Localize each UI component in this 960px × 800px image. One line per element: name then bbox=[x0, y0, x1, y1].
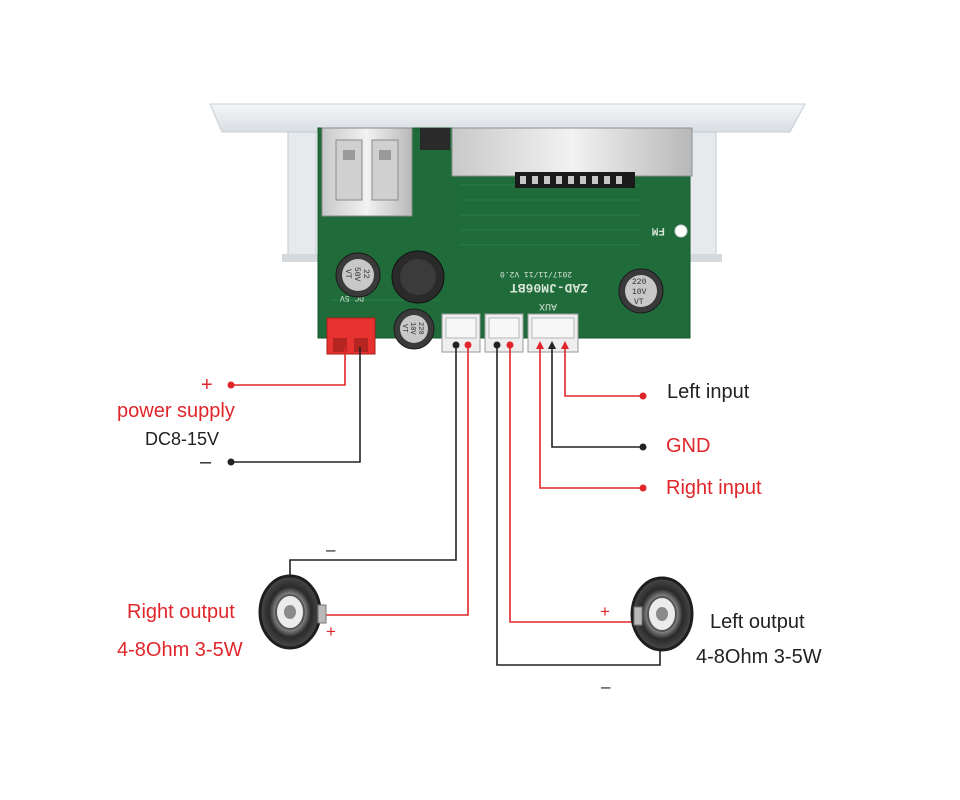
audio-module: 2017/11/11 V2.0 ZAD-JM06BT FM AUX DC 5V … bbox=[209, 103, 806, 355]
left-output-plus-sign: + bbox=[600, 602, 610, 621]
card-slot bbox=[451, 127, 693, 177]
svg-text:VT: VT bbox=[343, 269, 352, 279]
right-input-label: Right input bbox=[666, 477, 762, 499]
capacitor-right: 220 10V VT bbox=[618, 268, 664, 314]
wire-dots bbox=[227, 341, 647, 492]
speaker-right-connector bbox=[441, 313, 481, 353]
board-model: ZAD-JM06BT bbox=[510, 280, 588, 295]
power-voltage-label: DC8-15V bbox=[145, 429, 219, 449]
wire-right-speaker-minus bbox=[289, 345, 457, 590]
right-output-minus-sign: – bbox=[326, 540, 336, 559]
wire-power-minus bbox=[231, 347, 361, 463]
board-version: 2017/11/11 V2.0 bbox=[500, 269, 572, 278]
fm-label: FM bbox=[651, 224, 665, 236]
power-plus-sign: + bbox=[201, 374, 213, 396]
front-plate bbox=[209, 103, 806, 133]
svg-text:VT: VT bbox=[634, 298, 644, 307]
wire-aux-left bbox=[564, 345, 643, 397]
speaker-right bbox=[258, 574, 327, 650]
svg-text:220: 220 bbox=[632, 278, 647, 287]
left-output-label: Left output bbox=[710, 611, 805, 633]
fm-hole bbox=[674, 224, 688, 238]
right-output-spec: 4-8Ohm 3-5W bbox=[117, 639, 243, 661]
capacitor-left: 22 50V VT bbox=[335, 252, 381, 298]
wire-right-speaker-plus bbox=[325, 345, 469, 616]
power-connector bbox=[326, 317, 376, 355]
left-output-minus-sign: – bbox=[601, 677, 611, 696]
svg-text:50V: 50V bbox=[352, 267, 361, 282]
right-output-plus-sign: + bbox=[326, 622, 336, 641]
wire-left-speaker-minus bbox=[496, 345, 661, 666]
svg-text:22: 22 bbox=[361, 269, 370, 279]
standoff-left bbox=[287, 131, 317, 261]
speaker-left-connector bbox=[484, 313, 524, 353]
power-minus-sign: – bbox=[200, 451, 212, 473]
aux-label: AUX bbox=[539, 300, 557, 311]
wire-aux-gnd bbox=[551, 345, 643, 448]
capacitor-mid: 220 10V VT bbox=[393, 308, 435, 350]
wire-left-speaker-plus bbox=[509, 345, 637, 623]
left-output-spec: 4-8Ohm 3-5W bbox=[696, 646, 822, 668]
wire-power-plus bbox=[231, 347, 346, 386]
svg-text:10V: 10V bbox=[632, 288, 647, 297]
power-supply-label: power supply bbox=[117, 400, 235, 422]
svg-text:VT: VT bbox=[400, 324, 408, 332]
right-output-label: Right output bbox=[127, 601, 235, 623]
speaker-left bbox=[630, 576, 694, 652]
wire-aux-right bbox=[539, 345, 643, 489]
svg-text:220: 220 bbox=[416, 322, 424, 335]
wires bbox=[231, 345, 661, 666]
dc-label: DC 5V bbox=[340, 293, 364, 302]
gnd-label: GND bbox=[666, 435, 710, 457]
inductor bbox=[391, 250, 445, 304]
aux-connector bbox=[527, 313, 579, 353]
standoff-right bbox=[689, 131, 717, 261]
left-input-label: Left input bbox=[667, 381, 750, 403]
svg-text:10V: 10V bbox=[408, 322, 416, 335]
